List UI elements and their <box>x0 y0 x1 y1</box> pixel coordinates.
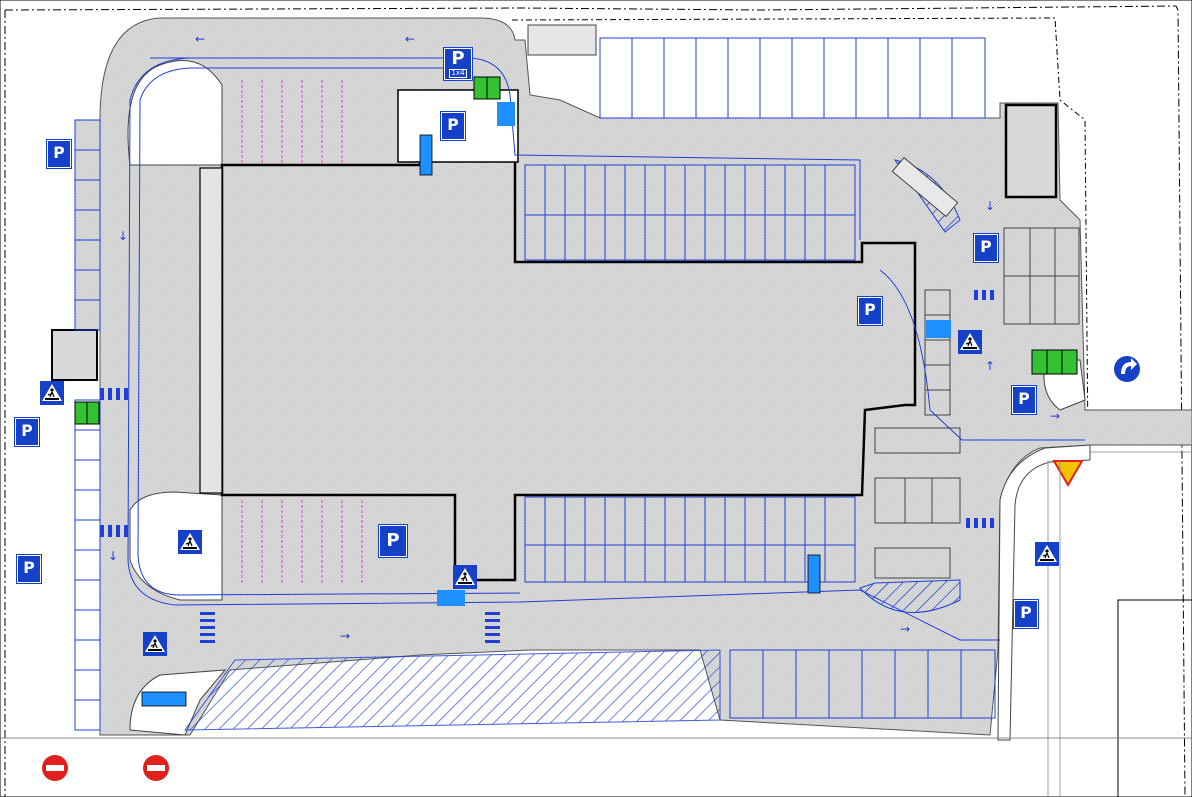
direction-arrows: ← ← ↓ ↓ → → ↑ → ↓ <box>108 32 1060 643</box>
magenta-stalls-bottom <box>241 500 363 585</box>
svg-text:→: → <box>900 622 910 636</box>
svg-text:↑: ↑ <box>985 359 995 373</box>
ev-charging-left <box>74 401 100 425</box>
svg-text:←: ← <box>405 32 415 46</box>
parking-stalls-inner-bottom <box>525 497 855 582</box>
parking-row-inner-bottom <box>524 496 856 583</box>
accessible-stall-bottom <box>437 590 465 606</box>
parking-stalls-inner-top <box>525 165 855 260</box>
parking-stalls-left-lower <box>75 429 100 701</box>
turn-sign <box>1114 356 1140 382</box>
street-lines-right <box>0 451 1192 797</box>
lane-inner <box>137 67 521 596</box>
accessible-stall-top <box>497 102 515 126</box>
parking-row-left <box>74 119 101 331</box>
svg-text:↓: ↓ <box>118 229 128 243</box>
island-top-left <box>127 60 223 166</box>
parking-row-left-lower <box>74 399 101 731</box>
kiosk-left <box>51 329 98 381</box>
magenta-stalls-top <box>241 80 343 165</box>
info-box-top <box>419 134 433 176</box>
svg-text:→: → <box>340 629 350 643</box>
parking-stalls-bottom-right <box>762 650 962 718</box>
parking-stalls-top <box>631 38 953 118</box>
svg-text:→: → <box>1050 409 1060 423</box>
svg-text:←: ← <box>195 32 205 46</box>
parking-right-blocks <box>874 227 1080 579</box>
info-box-bottom <box>141 691 187 707</box>
island-diagonal <box>891 156 959 218</box>
parking-diagonal-bottom <box>184 649 721 731</box>
crosswalks <box>100 290 994 643</box>
building-left-wing <box>199 167 223 494</box>
kiosk-right <box>1004 103 1058 199</box>
no-entry-sign-2 <box>143 755 169 781</box>
island-bottom-left <box>129 491 223 601</box>
site-boundary <box>4 5 1186 797</box>
lane-outer <box>127 57 1085 641</box>
ev-charging-right <box>1031 349 1078 375</box>
parcel-boundary <box>511 17 1089 446</box>
info-box-right <box>807 554 821 594</box>
yield-sign <box>1052 460 1084 487</box>
shed-top <box>527 24 597 56</box>
parking-stalls-left <box>75 149 100 301</box>
parking-row-inner-top <box>524 164 856 261</box>
svg-text:↓: ↓ <box>985 199 995 213</box>
no-entry-sign-1 <box>42 755 68 781</box>
accessible-stall-right <box>926 320 951 338</box>
hatched-zone-bottom-right <box>859 579 961 613</box>
svg-text:↓: ↓ <box>108 549 118 563</box>
ev-charging-top <box>473 76 501 100</box>
